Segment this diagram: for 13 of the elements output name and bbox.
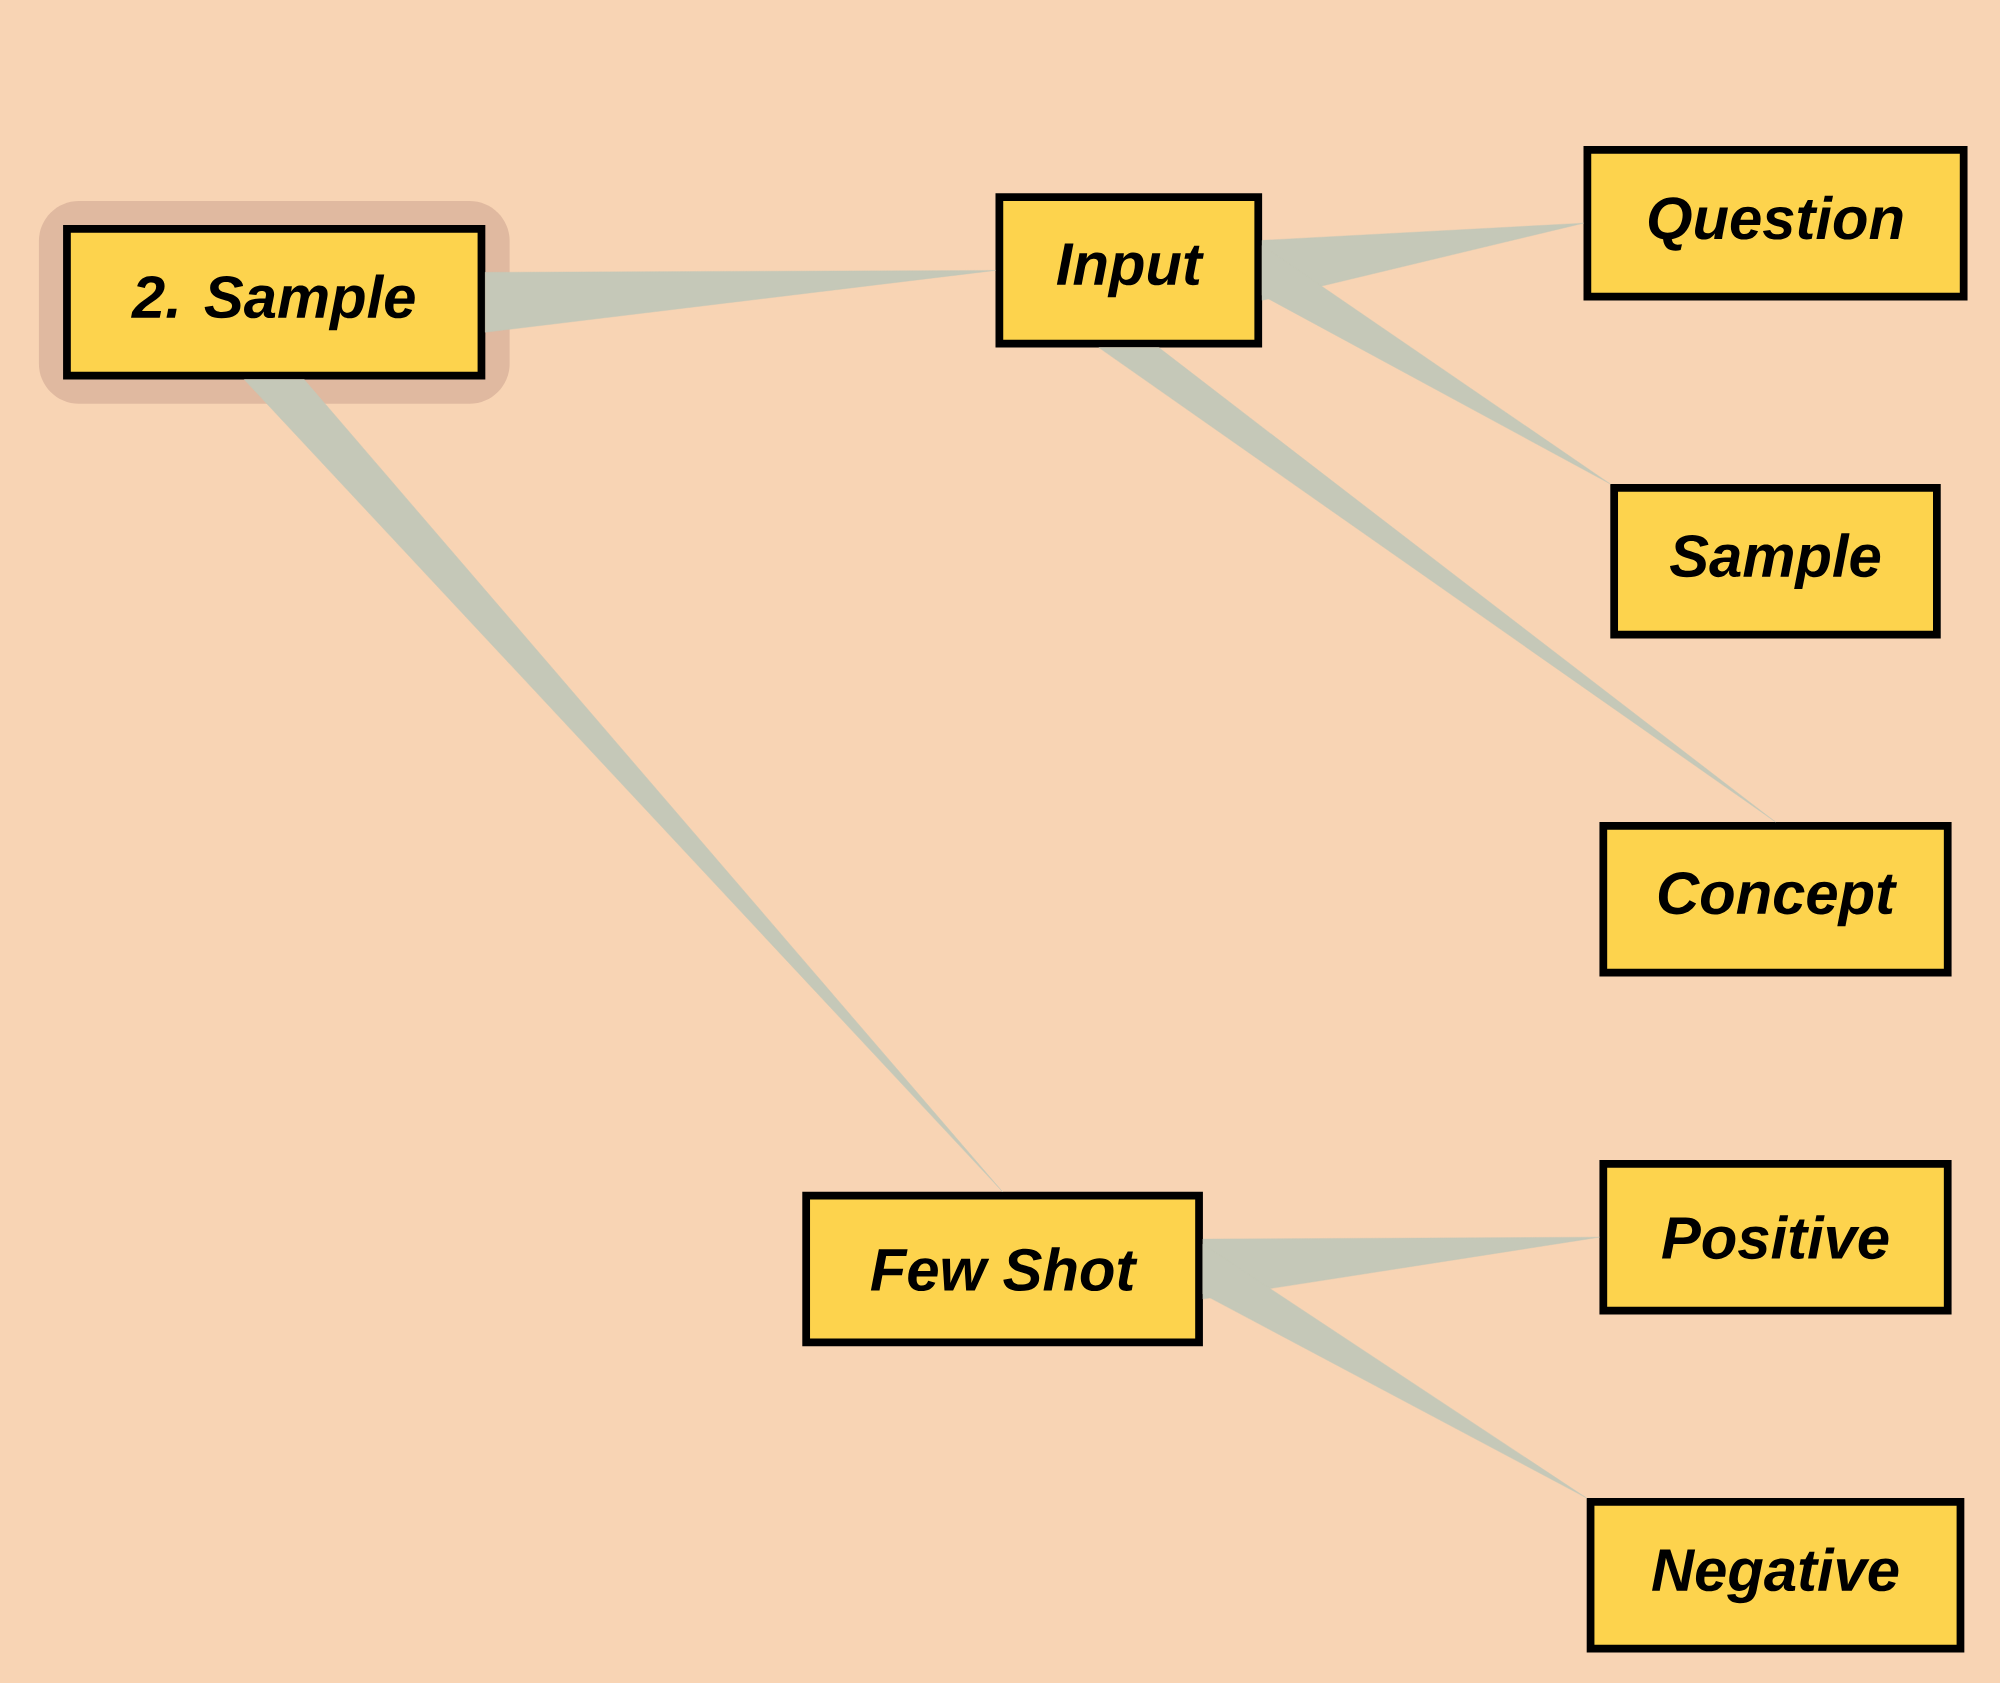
topic-box: Sample [1610,483,1941,639]
topic-box: Question [1583,145,1968,301]
topic-box: Few Shot [802,1191,1203,1347]
branch-connector [1098,347,1776,823]
branch-connector [1261,245,1611,485]
branch-connector [485,270,996,333]
topic-box: Positive [1599,1159,1952,1315]
branch-connector [1202,1243,1587,1499]
branch-connector [244,379,1003,1193]
topic-box: Input [995,193,1263,348]
topic-box: Concept [1599,821,1952,977]
topic-box: 2. Sample [63,225,486,380]
topic-box: Negative [1586,1498,1965,1653]
